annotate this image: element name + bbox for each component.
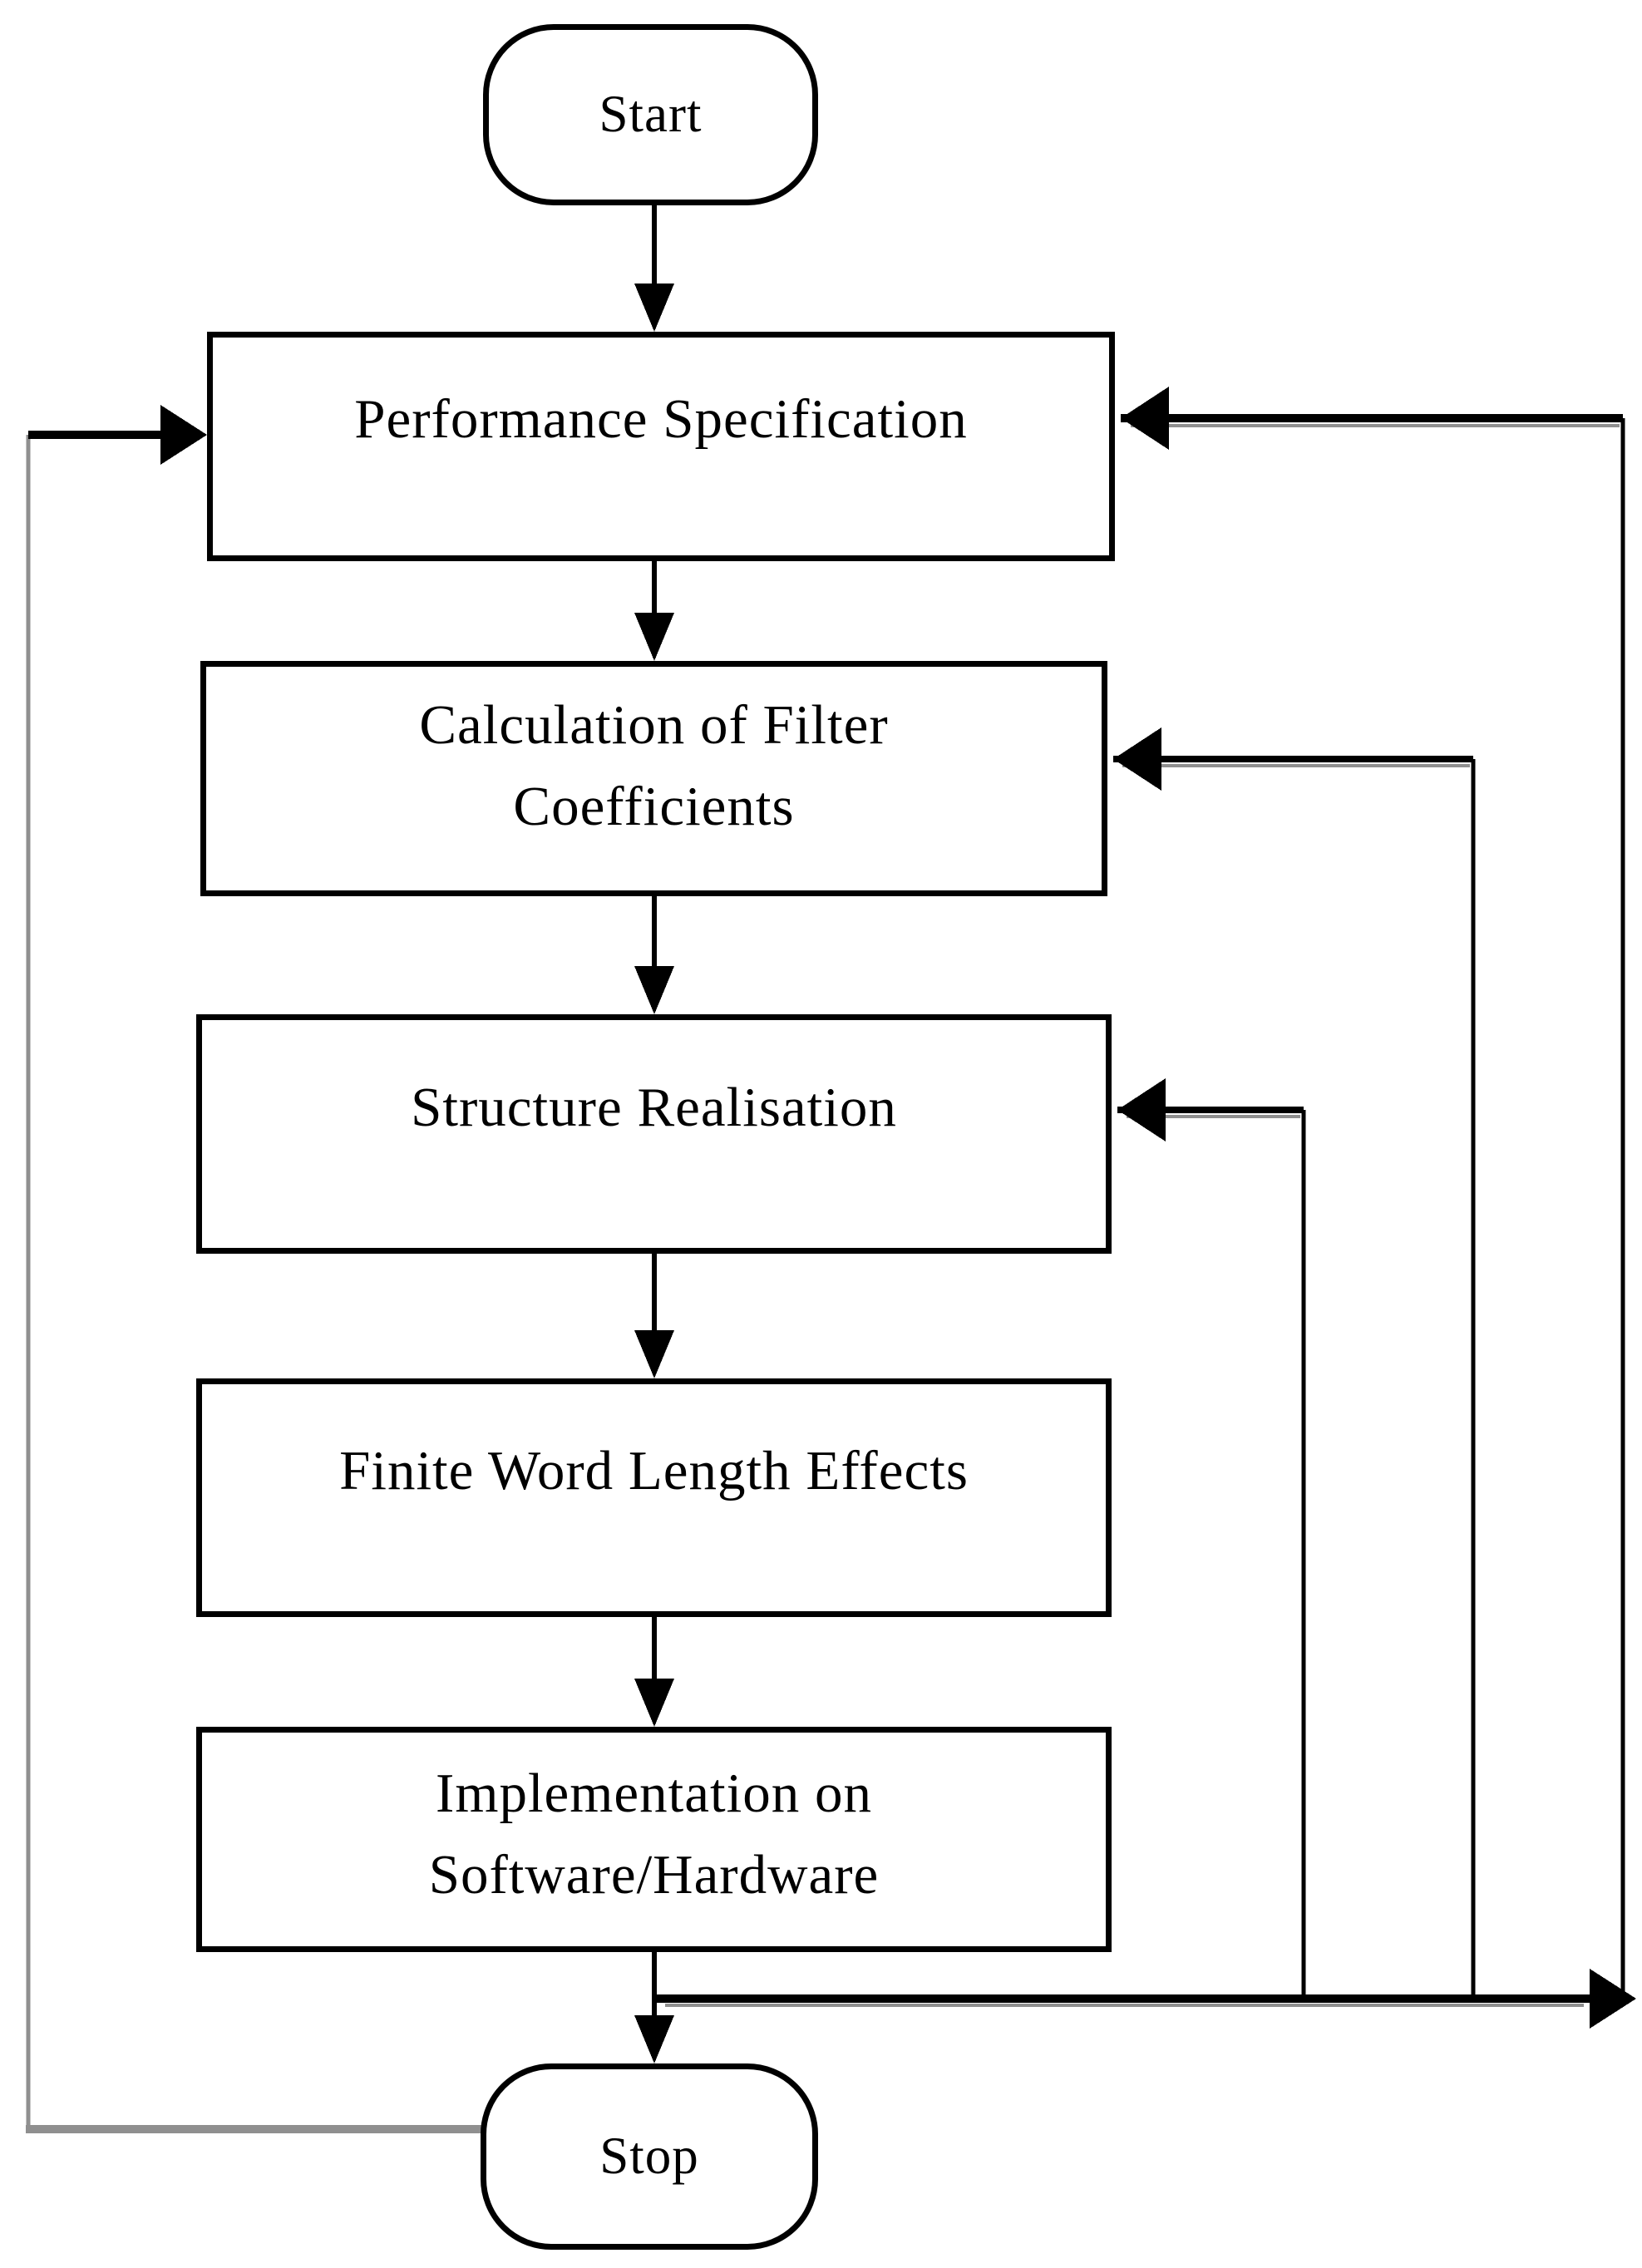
edge-calculation-to-structure	[634, 896, 674, 1014]
node-structure-realisation-label: Structure Realisation	[411, 1077, 897, 1139]
node-performance-specification-label: Performance Specification	[354, 388, 968, 451]
node-calculation-of-filter-coefficients: Calculation of Filter Coefficients	[200, 661, 1107, 896]
edge-structure-to-finite	[634, 1254, 674, 1378]
node-stop: Stop	[481, 2063, 818, 2250]
node-stop-label: Stop	[599, 2127, 699, 2186]
node-start-label: Start	[599, 85, 703, 144]
edge-implementation-to-stop	[634, 1952, 674, 2063]
label-line-2: Coefficients	[513, 775, 795, 837]
edge-feedback-to-structure	[1117, 1078, 1306, 1999]
node-implementation-on-software-hardware-label: Implementation on Software/Hardware	[429, 1753, 880, 1915]
label-line-1: Implementation on	[436, 1763, 872, 1825]
label-line-1: Calculation of Filter	[419, 694, 889, 757]
edge-feedback-to-calculation	[1113, 727, 1476, 1999]
edge-stop-to-performance	[26, 405, 486, 2133]
edge-start-to-performance	[634, 205, 674, 332]
edge-performance-to-calculation	[634, 561, 674, 661]
edge-feedback-to-performance	[1121, 387, 1625, 1999]
node-calculation-of-filter-coefficients-label: Calculation of Filter Coefficients	[419, 685, 888, 846]
node-finite-word-length-effects-label: Finite Word Length Effects	[339, 1440, 969, 1502]
node-implementation-on-software-hardware: Implementation on Software/Hardware	[196, 1727, 1112, 1952]
node-structure-realisation: Structure Realisation	[196, 1014, 1112, 1254]
node-start: Start	[483, 24, 818, 205]
edge-finite-to-implementation	[634, 1617, 674, 1727]
label-line-2: Software/Hardware	[428, 1843, 880, 1906]
node-finite-word-length-effects: Finite Word Length Effects	[196, 1378, 1112, 1617]
edge-feedback-collector	[654, 1969, 1636, 2029]
node-performance-specification: Performance Specification	[207, 332, 1115, 561]
